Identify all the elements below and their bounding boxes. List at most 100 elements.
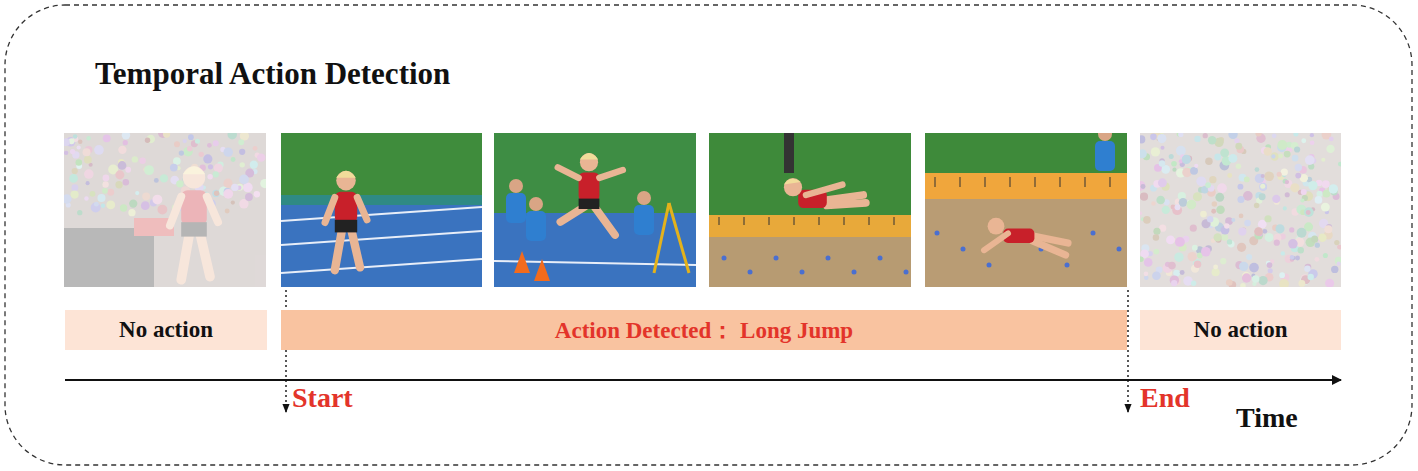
camera-pole [784,133,794,173]
crowd-dot [1315,196,1323,204]
crowd-dot [1205,158,1212,165]
arm [325,197,335,222]
stadium-ground [64,133,266,287]
crowd-dot [1271,154,1275,158]
crowd-dot [125,167,131,173]
crowd-dot [1182,155,1191,164]
crowd-dot [1272,133,1277,138]
crowd-dot [1140,149,1147,158]
athlete-figure [325,171,367,270]
crowd-dot [183,139,187,143]
crowd-dot [120,204,127,211]
crowd-dot [1329,184,1338,193]
crowd-dot [1254,227,1263,236]
crowd-dot [1262,229,1267,234]
crowd-dot [1236,163,1242,169]
crowd-dot [1258,220,1267,229]
crowd-dot [1304,207,1314,217]
crowd-dot [1264,171,1274,181]
boundary-marker [1127,290,1128,412]
crowd-dot [1160,146,1164,150]
crowd-dot [250,161,258,169]
crowd-dot [1283,206,1287,210]
crowd-dot [1172,168,1176,172]
crowd-dot [103,134,111,142]
crowd-dot [223,189,233,199]
crowd-dot [1298,280,1305,287]
crowd-dot [195,139,200,144]
crowd-dot [1258,276,1267,285]
crowd-dot [1281,168,1288,175]
crowd-dot [1169,154,1174,159]
sand-marker [1117,247,1122,252]
crowd-dot [1246,254,1252,260]
crowd-dot [208,164,213,169]
crowd-dot [1274,240,1280,246]
board-tick [844,217,845,225]
crowd-dot [1228,154,1237,163]
crowd-dot [212,190,219,197]
crowd-dot [1260,183,1267,190]
crowd-dot [84,156,92,164]
arm [558,167,579,177]
crowd-dot [253,146,258,151]
diagram-title: Temporal Action Detection [95,56,450,92]
band-label: No action [1194,317,1288,343]
crowd-dot [1186,200,1196,210]
crowd-dot [1308,181,1317,190]
crowd-dot [1308,274,1314,280]
crowd-dot [144,165,154,175]
sand-marker [852,270,857,275]
crowd-dot [71,184,78,191]
crowd-dot [1255,174,1264,183]
crowd-dot [1235,143,1242,150]
crowd-dot [223,147,232,156]
action-band: Action Detected： Long Jump [281,310,1127,350]
crowd-dot [1224,223,1230,229]
sand-pit [925,199,1127,287]
shorts [579,199,600,209]
stadium-ground [1140,133,1341,287]
crowd-dot [1278,154,1283,159]
video-frame [709,133,911,287]
crowd-dot [225,208,230,213]
crowd-dot [97,194,105,202]
hair [336,171,356,178]
crowd-dot [70,149,75,154]
crowd-dot [1212,268,1220,276]
crowd-dot [1215,193,1224,202]
sand-marker [722,256,727,261]
idle-band: No action [65,310,267,350]
crowd-dot [1159,160,1166,167]
crowd-dot [1252,275,1260,283]
crowd-dot [1239,214,1244,219]
distance-board [925,173,1127,199]
official-figure [1095,133,1115,171]
crowd-dot [1166,236,1175,245]
tripod [654,203,669,273]
crowd-dot [1288,239,1298,249]
crowd-dot [135,191,139,195]
arm [207,197,218,223]
crowd-dot [1234,138,1239,143]
start-label: Start [292,382,353,414]
crowd-dot [1214,153,1221,160]
crowd-dot [1212,201,1217,206]
crowd-dot [179,150,184,155]
crowd-dot [176,180,183,187]
crowd-dot [214,191,219,196]
crowd-dot [183,147,192,156]
crowd-dot [103,175,110,182]
crowd-dot [207,174,212,179]
crowd-dot [1211,209,1216,214]
crowd-dot [118,146,126,154]
crowd-dot [1292,155,1299,162]
board-tick [894,217,895,225]
crowd-dot [1213,265,1218,270]
crowd-dot [238,139,244,145]
official-figure [634,191,654,235]
crowd-dot [174,141,180,147]
leg [827,195,863,200]
crowd-dot [1305,155,1315,165]
crowd-dot [107,189,114,196]
